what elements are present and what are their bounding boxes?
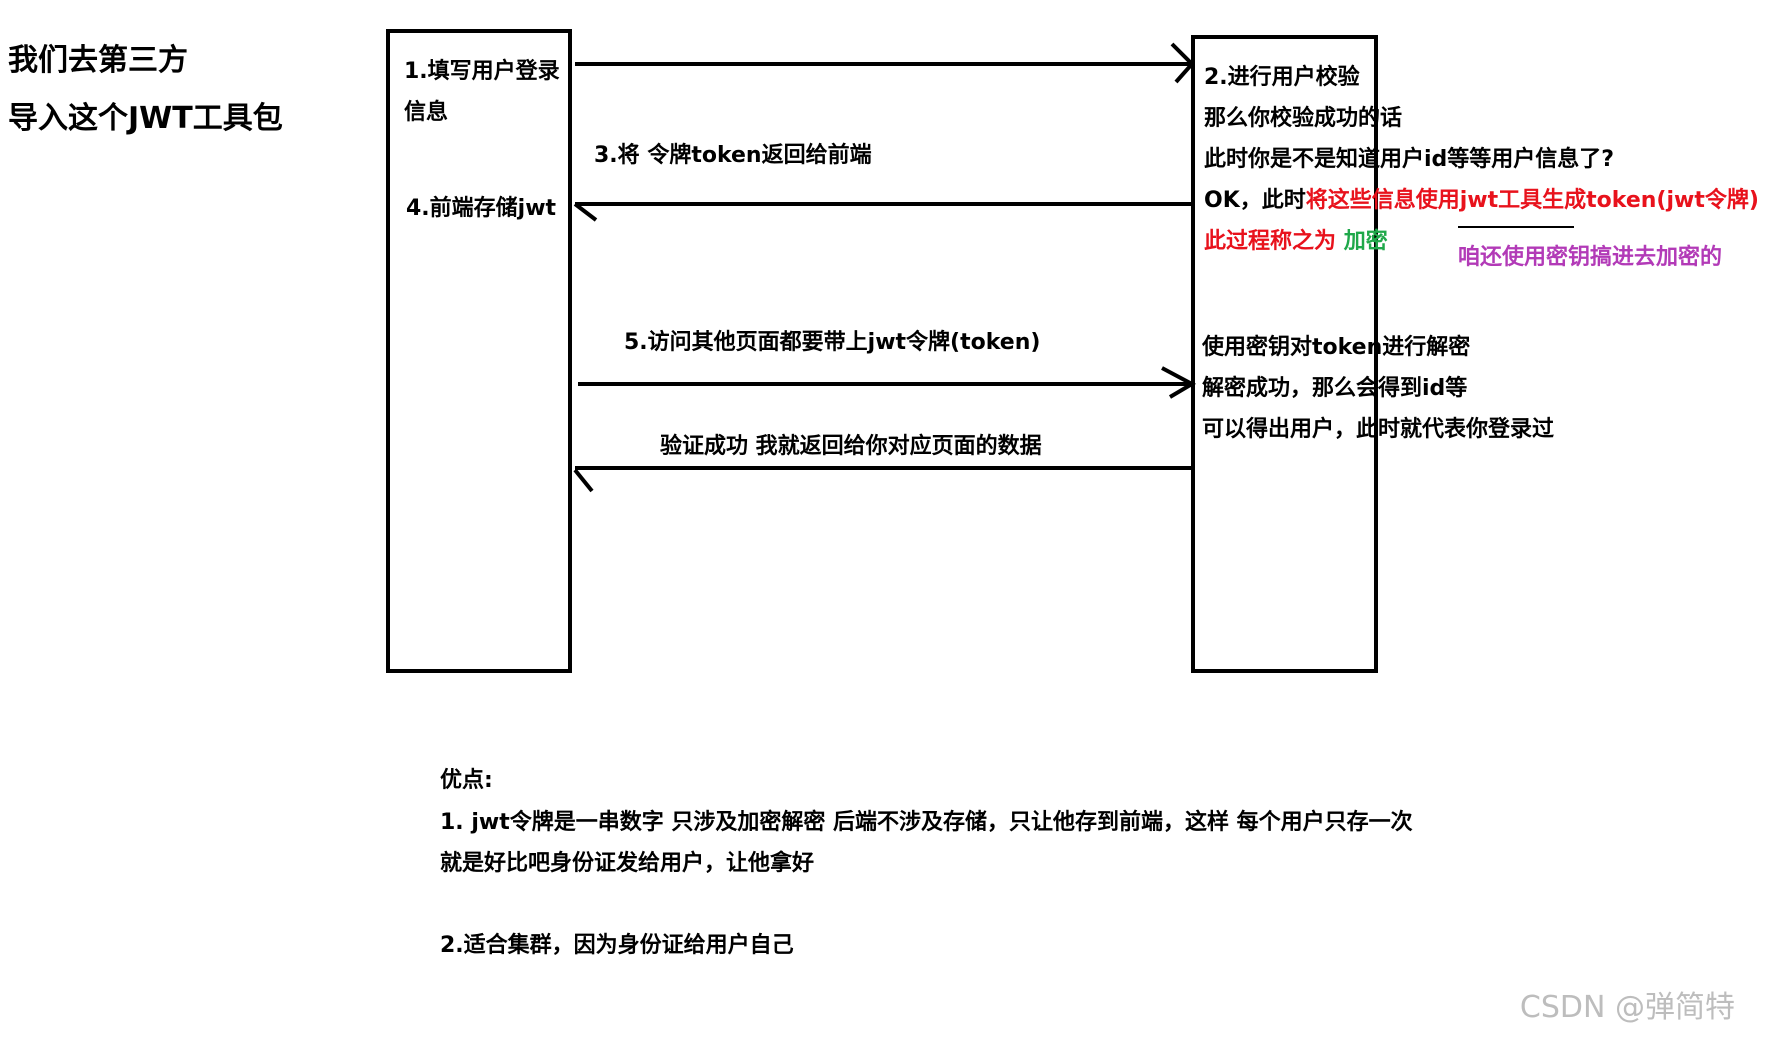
server-line5-red: 此过程称之为: [1204, 229, 1337, 254]
arrow-access-with-token: [578, 366, 1197, 399]
heading-line-1: 我们去第三方: [8, 43, 188, 78]
server-decrypt-line3: 可以得出用户，此时就代表你登录过: [1202, 417, 1555, 442]
heading-line-2: 导入这个JWT工具包: [8, 101, 283, 136]
csdn-watermark: CSDN @弹简特: [1519, 990, 1735, 1025]
advantages-item1-line2: 就是好比吧身份证发给用户，让他拿好: [440, 851, 815, 876]
server-line2: 那么你校验成功的话: [1204, 106, 1403, 131]
server-note-purple: 咱还使用密钥搞进去加密的: [1458, 245, 1723, 270]
server-decrypt-line2: 解密成功，那么会得到id等: [1202, 376, 1468, 401]
client-step1-line2: 信息: [404, 100, 449, 125]
server-line5-green: 加密: [1343, 229, 1388, 254]
advantages-item2: 2.适合集群，因为身份证给用户自己: [440, 933, 794, 958]
server-box: [1191, 35, 1378, 673]
client-step4: 4.前端存储jwt: [406, 196, 557, 221]
arrow-token-return: [573, 202, 1192, 222]
server-decrypt-line1: 使用密钥对token进行解密: [1202, 335, 1471, 360]
arrow-label-step5: 5.访问其他页面都要带上jwt令牌(token): [624, 330, 1041, 355]
arrow-login-request: [575, 42, 1195, 84]
advantages-title: 优点:: [440, 768, 493, 793]
arrow-label-response: 验证成功 我就返回给你对应页面的数据: [660, 434, 1042, 459]
server-line4-black: OK，此时: [1204, 188, 1306, 213]
server-line3: 此时你是不是知道用户id等等用户信息了?: [1204, 147, 1615, 172]
server-line5: 此过程称之为 加密: [1204, 231, 1388, 253]
advantages-item1-line1: 1. jwt令牌是一串数字 只涉及加密解密 后端不涉及存储，只让他存到前端，这样…: [440, 810, 1413, 835]
arrow-label-step3: 3.将 令牌token返回给前端: [594, 143, 872, 168]
server-line4-red: 将这些信息使用jwt工具生成token(jwt令牌): [1305, 188, 1759, 213]
server-line4: OK，此时将这些信息使用jwt工具生成token(jwt令牌): [1204, 190, 1759, 212]
arrow-data-response: [573, 466, 1192, 493]
client-step1-line1: 1.填写用户登录: [404, 59, 560, 84]
client-box: [386, 29, 572, 673]
server-step2: 2.进行用户校验: [1204, 65, 1360, 90]
